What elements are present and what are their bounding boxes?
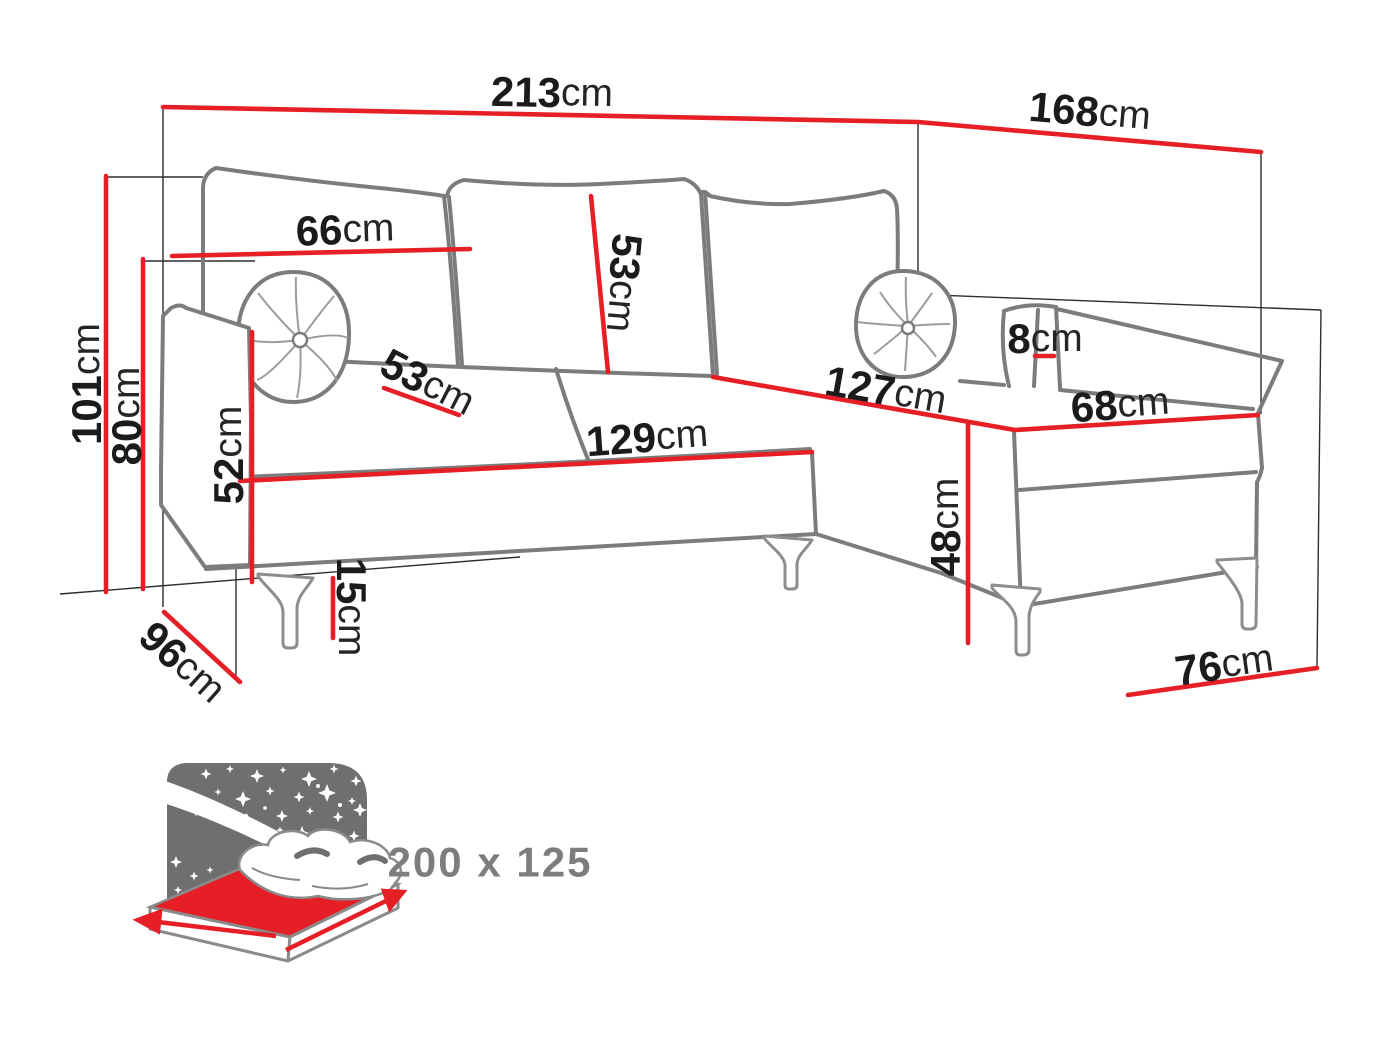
round-pillow-left <box>236 270 352 405</box>
dim-line-total-width <box>160 104 921 125</box>
dim-label-armrest-height: 52cm <box>205 406 252 505</box>
size-arrows <box>132 888 408 953</box>
chaise-box-division <box>1017 470 1258 492</box>
leg-front-left <box>256 572 315 650</box>
projection-frame-lines <box>59 108 1322 680</box>
seat-crease <box>554 367 591 464</box>
dim-line-chaise-width <box>1012 412 1261 433</box>
chaise-bottom-edge <box>1020 565 1259 608</box>
stars <box>170 764 367 894</box>
dim-label-armrest-width-right: 8cm <box>1007 315 1082 362</box>
arrow-length <box>285 896 391 953</box>
dim-label-seat-height: 48cm <box>922 478 969 577</box>
dim-line-back-cushion-height <box>588 193 611 375</box>
arrow-width <box>157 919 277 939</box>
dim-line-total-depth <box>915 119 1264 155</box>
leg-chaise-right <box>1215 556 1259 631</box>
duvet <box>237 828 403 901</box>
chaise <box>958 303 1284 608</box>
dim-label-back-cushion-width: 66cm <box>295 204 395 254</box>
dim-line-back-cushion-width <box>169 246 473 259</box>
bed <box>132 828 408 963</box>
round-pillow-right <box>853 268 958 380</box>
leg-front-middle <box>762 534 814 591</box>
back-cushion-left <box>201 166 460 368</box>
dim-label-chaise-length: 127cm <box>822 356 950 423</box>
dimension-labels: 213cm 168cm 101cm 80cm 52cm 66cm 53cm 53… <box>63 67 1276 886</box>
dim-line-chaise-end-depth <box>1125 665 1320 698</box>
duvet-folds <box>294 847 388 865</box>
dim-label-seat-depth: 53cm <box>373 339 482 426</box>
dim-label-seat-width: 129cm <box>584 409 709 464</box>
dim-label-total-depth: 168cm <box>1027 82 1153 139</box>
dim-label-total-width: 213cm <box>491 67 614 116</box>
sleeping-size-label: 200 x 125 <box>388 839 593 886</box>
dim-label-height-total: 101cm <box>63 323 110 445</box>
dim-line-seat-depth <box>381 385 462 418</box>
back-cushions <box>201 166 900 378</box>
back-cushion-middle <box>445 177 703 198</box>
leg-chaise-left <box>990 583 1042 657</box>
right-armrest <box>1000 309 1011 388</box>
dim-label-back-cushion-height: 53cm <box>596 232 651 334</box>
dimension-lines <box>103 104 1320 698</box>
chaise-far-edge <box>1058 388 1255 411</box>
dim-line-seat-width <box>237 449 815 484</box>
dim-label-chaise-end-depth: 76cm <box>1172 634 1276 694</box>
sleep-function-icon <box>132 763 408 963</box>
dim-label-height-backrest: 80cm <box>103 367 150 466</box>
back-cushion-right <box>699 189 900 332</box>
dim-line-sofa-depth <box>161 609 243 685</box>
dim-line-chaise-length <box>710 374 1018 433</box>
chaise-back-panel <box>1055 307 1284 415</box>
chaise-right-edge <box>1254 412 1264 569</box>
base-bottom-edge <box>204 532 818 571</box>
seat-front-edge <box>238 447 812 479</box>
dim-label-leg-height: 15cm <box>329 558 376 657</box>
dim-label-chaise-width: 68cm <box>1069 377 1171 431</box>
sofa-legs <box>256 534 1259 657</box>
